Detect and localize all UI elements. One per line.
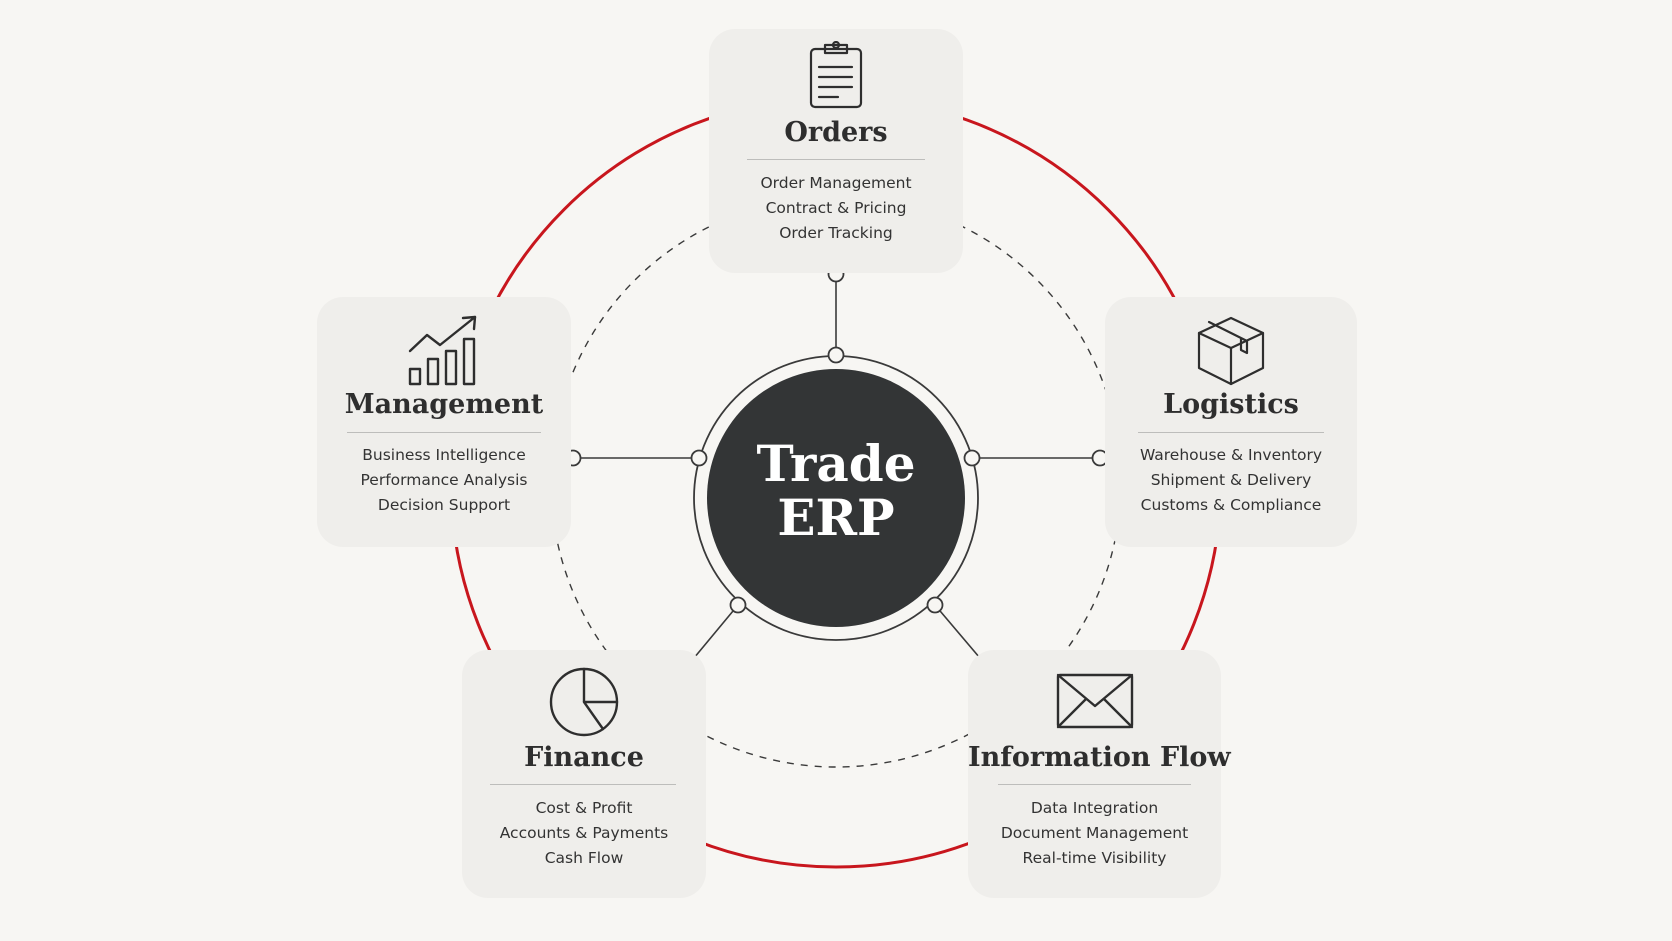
pie-chart-icon bbox=[462, 666, 706, 738]
list-item: Cash Flow bbox=[544, 849, 624, 867]
module-card-management[interactable]: Management Business Intelligence Perform… bbox=[317, 297, 571, 547]
list-item: Real-time Visibility bbox=[1022, 849, 1167, 867]
list-item: Performance Analysis bbox=[360, 471, 528, 489]
connectors bbox=[573, 274, 1100, 665]
module-items-information-flow: Data Integration Document Management Rea… bbox=[968, 796, 1221, 871]
envelope-icon bbox=[968, 672, 1221, 730]
module-items-management: Business Intelligence Performance Analys… bbox=[317, 443, 571, 518]
module-divider-management bbox=[347, 432, 541, 433]
module-card-logistics[interactable]: Logistics Warehouse & Inventory Shipment… bbox=[1105, 297, 1357, 547]
list-item: Shipment & Delivery bbox=[1150, 471, 1312, 489]
module-card-finance[interactable]: Finance Cost & Profit Accounts & Payment… bbox=[462, 650, 706, 898]
module-divider-finance bbox=[490, 784, 676, 785]
list-item: Decision Support bbox=[377, 496, 511, 514]
hub-circle bbox=[707, 369, 965, 627]
module-title-information-flow: Information Flow bbox=[968, 742, 1231, 773]
list-item: Business Intelligence bbox=[362, 446, 526, 464]
module-card-information-flow[interactable]: Information Flow Data Integration Docume… bbox=[968, 650, 1231, 898]
module-divider-orders bbox=[747, 159, 925, 160]
module-items-logistics: Warehouse & Inventory Shipment & Deliver… bbox=[1105, 443, 1357, 518]
node-management-hub bbox=[690, 449, 708, 467]
package-box-icon bbox=[1105, 315, 1357, 387]
connector-finance bbox=[688, 604, 739, 665]
list-item: Contract & Pricing bbox=[765, 199, 907, 217]
node-orders-hub bbox=[827, 346, 845, 364]
growth-chart-icon bbox=[317, 315, 571, 387]
node-finance-hub bbox=[729, 596, 747, 614]
list-item: Data Integration bbox=[1030, 799, 1159, 817]
module-items-finance: Cost & Profit Accounts & Payments Cash F… bbox=[462, 796, 706, 871]
module-title-management: Management bbox=[344, 389, 544, 420]
clipboard-icon bbox=[709, 41, 963, 111]
list-item: Order Management bbox=[760, 174, 912, 192]
module-items-orders: Order Management Contract & Pricing Orde… bbox=[709, 171, 963, 246]
module-title-orders: Orders bbox=[784, 117, 888, 148]
module-divider-logistics bbox=[1138, 432, 1324, 433]
node-information-flow-hub bbox=[926, 596, 944, 614]
list-item: Document Management bbox=[1000, 824, 1189, 842]
list-item: Customs & Compliance bbox=[1140, 496, 1322, 514]
list-item: Warehouse & Inventory bbox=[1139, 446, 1323, 464]
node-logistics-hub bbox=[963, 449, 981, 467]
list-item: Cost & Profit bbox=[535, 799, 633, 817]
module-title-finance: Finance bbox=[524, 742, 644, 773]
list-item: Order Tracking bbox=[779, 224, 893, 242]
module-card-orders[interactable]: Orders Order Management Contract & Prici… bbox=[709, 29, 963, 273]
module-divider-information-flow bbox=[998, 784, 1191, 785]
connector-information-flow bbox=[934, 604, 986, 665]
list-item: Accounts & Payments bbox=[499, 824, 669, 842]
module-title-logistics: Logistics bbox=[1163, 389, 1299, 420]
